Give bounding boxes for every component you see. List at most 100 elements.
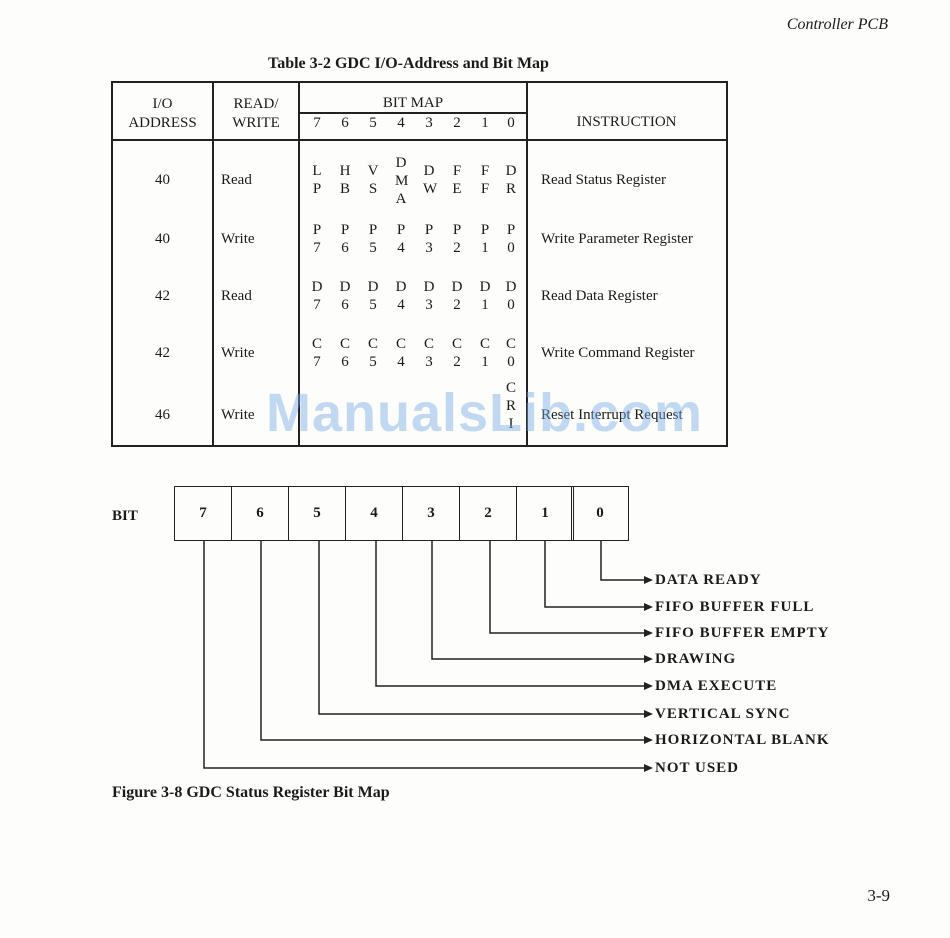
bit-number-0: 0	[507, 115, 515, 131]
arrow-head-bit-6	[644, 736, 653, 744]
header-divider	[113, 139, 726, 141]
connector-line-bit-2	[489, 541, 646, 634]
bit-label-4: DMA EXECUTE	[655, 678, 778, 694]
bit-number-3: 3	[425, 115, 433, 131]
cell-read-write: Write	[221, 231, 255, 247]
arrow-head-bit-7	[644, 764, 653, 772]
col-divider	[526, 83, 528, 445]
header-read-write: READ/ WRITE	[213, 95, 299, 133]
connector-line-bit-1	[544, 541, 646, 608]
header-rw-line2: WRITE	[232, 115, 280, 131]
bit-box-0: 0	[571, 486, 629, 541]
arrow-head-bit-4	[644, 682, 653, 690]
cell-address: 40	[155, 231, 170, 247]
bit-label-3: DRAWING	[655, 651, 737, 667]
table-title: Table 3-2 GDC I/O-Address and Bit Map	[268, 55, 549, 72]
bit-number-2: 2	[453, 115, 461, 131]
cell-read-write: Write	[221, 345, 255, 361]
connector-line-bit-7	[203, 541, 646, 769]
cell-instruction: Read Status Register	[541, 172, 666, 188]
cell-address: 40	[155, 172, 170, 188]
bitmap-subheader-divider	[298, 112, 527, 114]
cell-instruction: Read Data Register	[541, 288, 658, 304]
arrow-head-bit-3	[644, 655, 653, 663]
bit-number-5: 5	[369, 115, 377, 131]
bit-label-0: DATA READY	[655, 572, 762, 588]
header-io-address: I/O ADDRESS	[113, 95, 212, 133]
connector-line-bit-5	[318, 541, 646, 715]
cell-instruction: Reset Interrupt Request	[541, 407, 683, 423]
col-divider	[212, 83, 214, 445]
figure-bit-label: BIT	[112, 508, 138, 524]
cell-read-write: Read	[221, 288, 252, 304]
bit-label-1: FIFO BUFFER FULL	[655, 599, 815, 615]
bit-number-7: 7	[313, 115, 321, 131]
cell-read-write: Read	[221, 172, 252, 188]
arrow-head-bit-5	[644, 710, 653, 718]
connector-line-bit-3	[431, 541, 646, 660]
bit-label-6: HORIZONTAL BLANK	[655, 732, 830, 748]
cell-address: 42	[155, 288, 170, 304]
bit-number-1: 1	[481, 115, 489, 131]
header-instruction: INSTRUCTION	[576, 114, 677, 130]
cell-address: 46	[155, 407, 170, 423]
arrow-head-bit-0	[644, 576, 653, 584]
bit-box-1: 1	[516, 486, 574, 541]
arrow-head-bit-1	[644, 603, 653, 611]
bit-label-7: NOT USED	[655, 760, 739, 776]
bit-number-6: 6	[341, 115, 349, 131]
cell-read-write: Write	[221, 407, 255, 423]
header-rw-line1: READ/	[233, 96, 279, 112]
header-io-line1: I/O	[152, 96, 173, 112]
connector-line-bit-4	[375, 541, 646, 687]
page-number: 3-9	[867, 886, 890, 905]
bit-number-4: 4	[397, 115, 405, 131]
cell-instruction: Write Parameter Register	[541, 231, 693, 247]
cell-instruction: Write Command Register	[541, 345, 695, 361]
bit-label-5: VERTICAL SYNC	[655, 706, 791, 722]
page-header: Controller PCB	[786, 16, 888, 33]
connector-line-bit-6	[260, 541, 646, 741]
cell-address: 42	[155, 345, 170, 361]
col-divider	[298, 83, 300, 445]
arrow-head-bit-2	[644, 629, 653, 637]
header-io-line2: ADDRESS	[128, 115, 197, 131]
watermark-logo: ManualsLib.com	[266, 383, 704, 443]
bit-label-2: FIFO BUFFER EMPTY	[655, 625, 830, 641]
